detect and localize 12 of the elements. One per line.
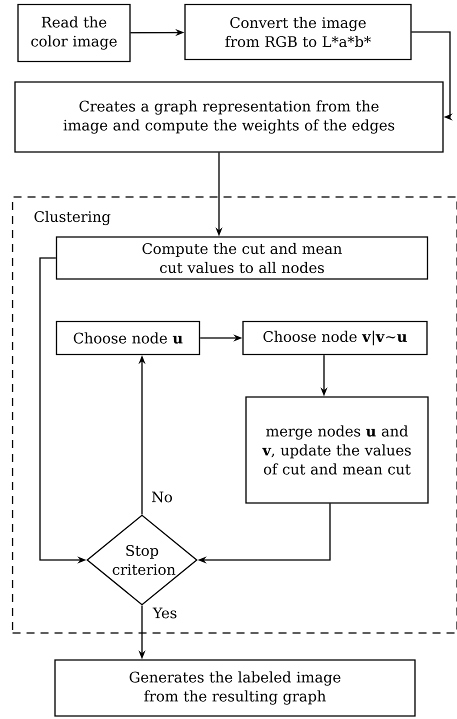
process-box: Compute the cut and mean cut values to all nodes — [56, 236, 428, 280]
edge-label: Yes — [152, 606, 178, 620]
region-heading: Clustering — [34, 210, 110, 226]
process-box: Creates a graph representation from the image and compute the weights of the edges — [14, 81, 444, 153]
edge-label: No — [150, 490, 174, 504]
process-box: Convert the image from RGB to L*a*b* — [184, 4, 412, 60]
process-box: Choose node u — [56, 320, 200, 356]
process-box: Read the color image — [17, 4, 131, 62]
process-box: Generates the labeled image from the resulting graph — [54, 659, 416, 717]
process-box: merge nodes u and v, update the values of cut and mean cut — [245, 396, 429, 504]
arrow — [412, 31, 453, 121]
process-box: Choose node v|v~u — [242, 320, 428, 356]
